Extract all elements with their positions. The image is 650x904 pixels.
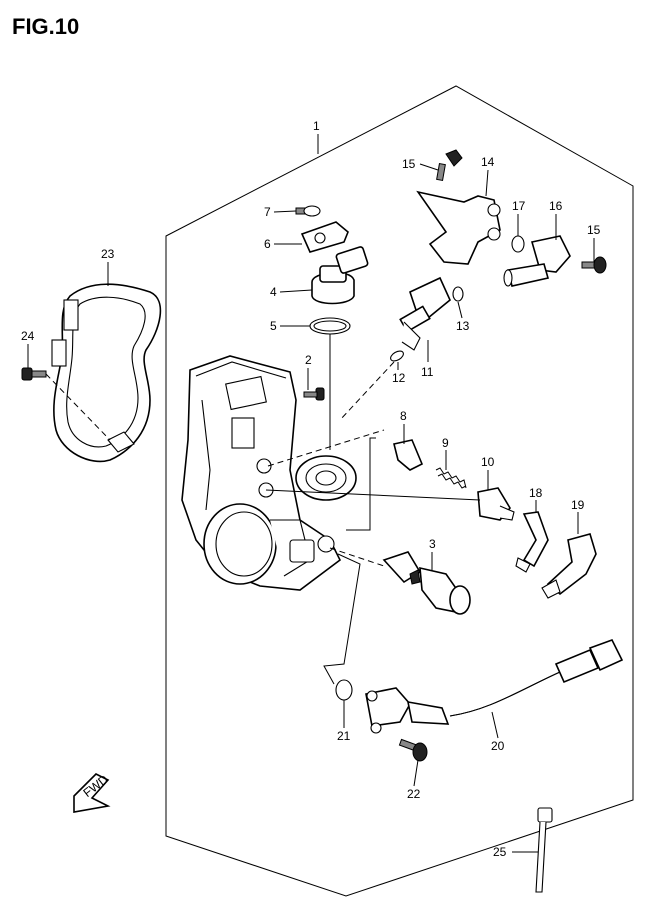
screw-7 xyxy=(295,205,321,217)
callout-12: 12 xyxy=(392,371,406,385)
callout-15-top: 15 xyxy=(402,157,416,171)
throttle-body xyxy=(181,355,357,591)
callout-22: 22 xyxy=(407,787,421,801)
fitting-16 xyxy=(503,235,571,287)
plunger-8 xyxy=(393,439,424,471)
forward-label: FWD xyxy=(81,772,111,800)
leader-24-dash xyxy=(45,373,111,441)
callout-24: 24 xyxy=(21,329,35,343)
o-ring-17 xyxy=(511,235,525,253)
injector-11 xyxy=(399,276,451,351)
callout-19: 19 xyxy=(571,498,585,512)
callout-25: 25 xyxy=(493,845,507,859)
spring-9 xyxy=(435,467,467,489)
callout-11: 11 xyxy=(421,365,434,379)
callout-3: 3 xyxy=(429,537,436,551)
bolt-22 xyxy=(398,738,428,762)
callout-10: 10 xyxy=(481,455,495,469)
cable-tie-25 xyxy=(535,807,553,893)
callout-9: 9 xyxy=(442,436,449,450)
callout-21: 21 xyxy=(337,729,351,743)
callout-20: 20 xyxy=(491,739,505,753)
screw-2 xyxy=(303,387,325,401)
callout-18: 18 xyxy=(529,486,543,500)
bolt-15-right xyxy=(581,256,607,274)
callout-labels: 1 2 3 4 5 6 7 8 9 10 11 12 13 14 15 15 1… xyxy=(21,119,601,859)
callout-5: 5 xyxy=(270,319,277,333)
callout-17: 17 xyxy=(512,199,526,213)
bolt-15-top xyxy=(436,149,463,181)
forward-arrow: FWD xyxy=(73,772,111,813)
hose-19 xyxy=(541,533,597,599)
callout-2: 2 xyxy=(305,353,312,367)
callout-1: 1 xyxy=(313,119,320,133)
plate-6-hole xyxy=(314,232,326,244)
hose-18-end xyxy=(515,557,531,573)
callout-14: 14 xyxy=(481,155,495,169)
bolt-24 xyxy=(21,367,47,381)
callout-15-right: 15 xyxy=(587,223,601,237)
bracket-14 xyxy=(416,190,501,265)
o-ring-13 xyxy=(452,286,464,302)
o-ring-5-inner xyxy=(313,320,347,332)
callout-23: 23 xyxy=(101,247,115,261)
callout-8: 8 xyxy=(400,409,407,423)
o-ring-12 xyxy=(390,350,404,362)
callout-6: 6 xyxy=(264,237,271,251)
callout-16: 16 xyxy=(549,199,563,213)
callout-7: 7 xyxy=(264,205,271,219)
valve-3 xyxy=(382,551,471,615)
figure-title: FIG.10 xyxy=(12,14,79,39)
callout-13: 13 xyxy=(456,319,470,333)
nut-10 xyxy=(477,487,515,521)
sensor-4 xyxy=(311,246,369,305)
sensor-harness-20 xyxy=(365,639,624,734)
hose-18 xyxy=(522,511,549,568)
cover-gasket xyxy=(51,283,162,463)
leader-lines xyxy=(27,134,595,853)
assembly-outline xyxy=(165,85,634,897)
callout-4: 4 xyxy=(270,285,277,299)
o-ring-21 xyxy=(335,679,353,701)
